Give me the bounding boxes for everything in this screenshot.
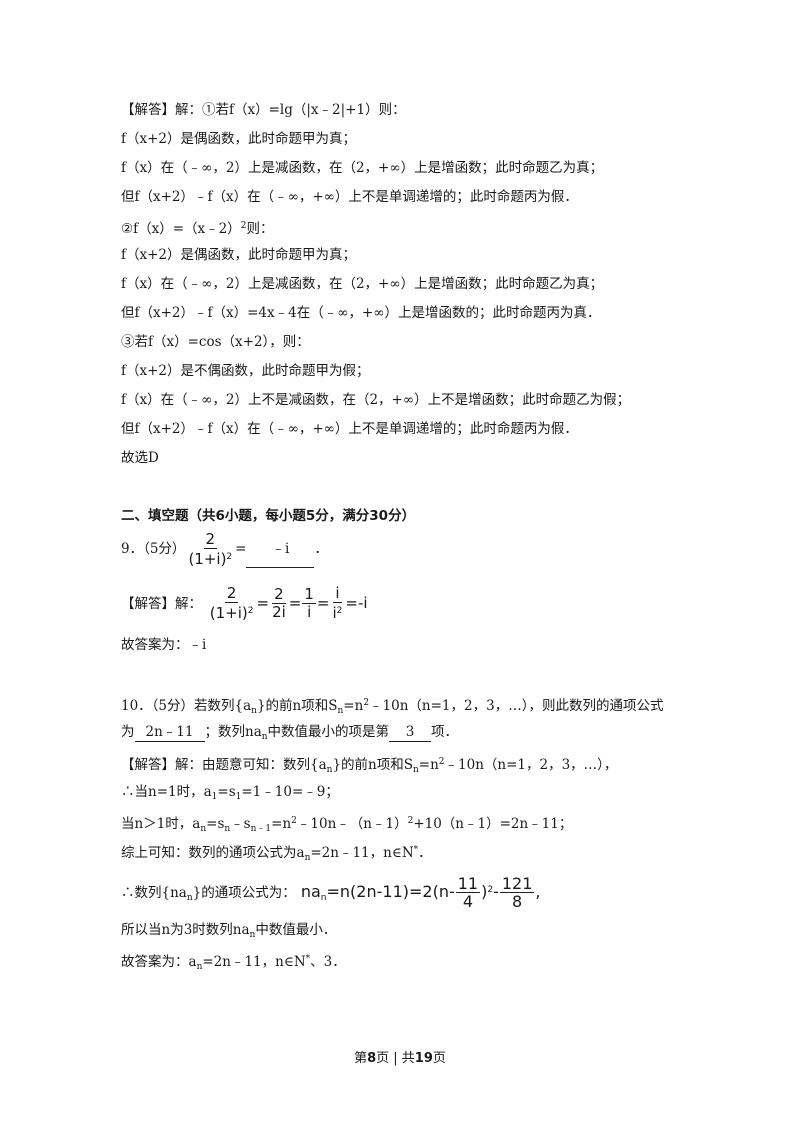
q10-solution-line-6: 所以当n为3时数列nan中数值最小． (121, 922, 337, 940)
solution-line-5: ②f（x）=（x﹣2）2则： (121, 221, 274, 237)
solution-line-6: f（x+2）是偶函数，此时命题甲为真； (121, 247, 357, 263)
section-title: 二、填空题（共6小题，每小题5分，满分30分） (121, 508, 416, 524)
solution-line-11: f（x）在（﹣∞，2）上不是减函数，在（2，+∞）上不是增函数；此时命题乙为假； (121, 392, 631, 408)
solution-line-4: 但f（x+2）﹣f（x）在（﹣∞，+∞）上不是单调递增的；此时命题丙为假． (121, 189, 578, 205)
page-total: 19 (414, 1051, 433, 1066)
q10-solution-line-1: 【解答】解：由题意可知：数列{an}的前n项和Sn=n2﹣10n（n=1，2，3… (121, 757, 618, 775)
solution-line-12: 但f（x+2）﹣f（x）在（﹣∞，+∞）上不是单调递增的；此时命题丙为假． (121, 421, 578, 437)
q9-fraction: 2(1+i)2 (188, 530, 233, 568)
solution-line-10: f（x+2）是不偶函数，此时命题甲为假； (121, 363, 370, 379)
question-9: 9．（5分）2(1+i)2=﹣i． (121, 530, 328, 568)
question-10-line-1: 10．（5分）若数列{an}的前n项和Sn=n2﹣10n（n=1，2，3，…），… (121, 698, 664, 716)
q10-solution-line-4: 综上可知：数列的通项公式为an=2n﹣11，n∈N*． (121, 845, 432, 863)
page-footer: 第8页 | 共19页 (354, 1051, 446, 1066)
q10-solution-line-3: 当n＞1时，an=sn﹣sn﹣1=n2﹣10n﹣（n﹣1）2+10（n﹣1）=2… (121, 816, 573, 834)
q10-solution-line-2: ∴当n=1时，a1=s1=1﹣10=﹣9； (121, 784, 339, 802)
q10-answer-blank-2: 3 (389, 723, 432, 742)
solution-line-2: f（x+2）是偶函数，此时命题甲为真； (121, 131, 357, 147)
page-number: 8 (367, 1051, 377, 1066)
solution-line-7: f（x）在（﹣∞，2）上是减函数，在（2，+∞）上是增函数；此时命题乙为真； (121, 276, 604, 292)
solution-line-1: 【解答】解：①若f（x）=lg（|x﹣2|+1）则： (121, 102, 406, 118)
q9-answer-blank: ﹣i (246, 531, 315, 568)
solution-line-8: 但f（x+2）﹣f（x）=4x﹣4在（﹣∞，+∞）上是增函数的；此时命题丙为真． (121, 305, 601, 321)
q9-final-answer: 故答案为：﹣i (121, 637, 207, 653)
q10-answer-blank-1: 2n﹣11 (134, 723, 205, 742)
solution-line-3: f（x）在（﹣∞，2）上是减函数，在（2，+∞）上是增函数；此时命题乙为真； (121, 160, 604, 176)
q10-final-answer: 故答案为：an=2n﹣11，n∈N*、3． (121, 954, 346, 972)
solution-line-13: 故选D (121, 450, 159, 466)
solution-line-9: ③若f（x）=cos（x+2），则： (121, 334, 310, 350)
